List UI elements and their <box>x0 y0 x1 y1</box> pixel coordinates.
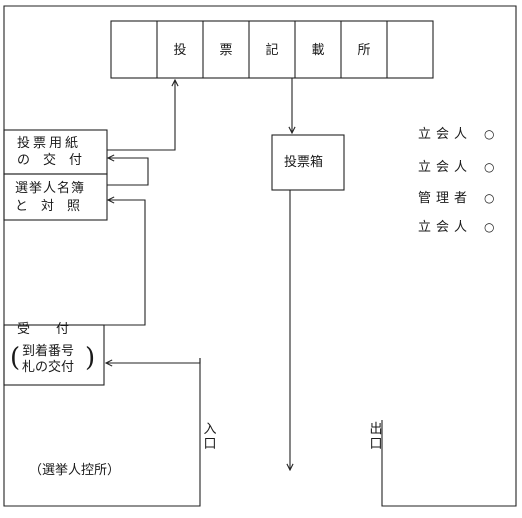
flow-ballot-to-booth <box>107 80 175 151</box>
official-4-title: 立会人 <box>418 220 473 235</box>
register-desk-box <box>3 173 108 221</box>
booth-label-3: 記 <box>265 43 279 58</box>
reception-line2: 到着番号 <box>22 344 75 359</box>
official-1-seat-icon: ○ <box>484 127 495 141</box>
flow-entrance-to-reception <box>106 358 201 363</box>
entrance-label: 入口 <box>203 422 217 452</box>
waiting-area-label: （選挙人控所） <box>29 463 121 478</box>
register-desk-line1: 選挙人名簿 <box>15 181 86 196</box>
official-2-title: 立会人 <box>418 160 473 175</box>
official-2-seat-icon: ○ <box>484 160 495 174</box>
official-3-seat-icon: ○ <box>484 191 495 205</box>
booth-label-2: 票 <box>219 43 233 58</box>
official-4-seat-icon: ○ <box>484 220 495 234</box>
reception-box <box>3 324 105 386</box>
flow-register-to-ballot <box>107 158 149 186</box>
booth-label-4: 載 <box>311 43 325 58</box>
flow-reception-to-register <box>104 200 146 326</box>
official-3-title: 管理者 <box>418 191 473 206</box>
ballot-box-label: 投票箱 <box>284 155 324 170</box>
booth-label-1: 投 <box>173 43 187 58</box>
reception-close-paren: ) <box>85 343 96 373</box>
ballot-box-outline <box>271 134 345 191</box>
register-desk-line2: と 対 照 <box>15 199 81 214</box>
booth-label-5: 所 <box>357 43 371 58</box>
reception-line1: 受 付 <box>17 322 70 337</box>
room-wall-left <box>3 5 517 507</box>
exit-label: 出口 <box>369 422 383 452</box>
booth-row <box>110 20 434 79</box>
ballot-desk-line2: の 交 付 <box>17 153 83 168</box>
official-1-title: 立会人 <box>418 127 473 142</box>
reception-line3: 札の交付 <box>22 360 75 375</box>
ballot-desk-line1: 投票用紙 <box>17 136 82 151</box>
reception-open-paren: ( <box>10 343 21 373</box>
